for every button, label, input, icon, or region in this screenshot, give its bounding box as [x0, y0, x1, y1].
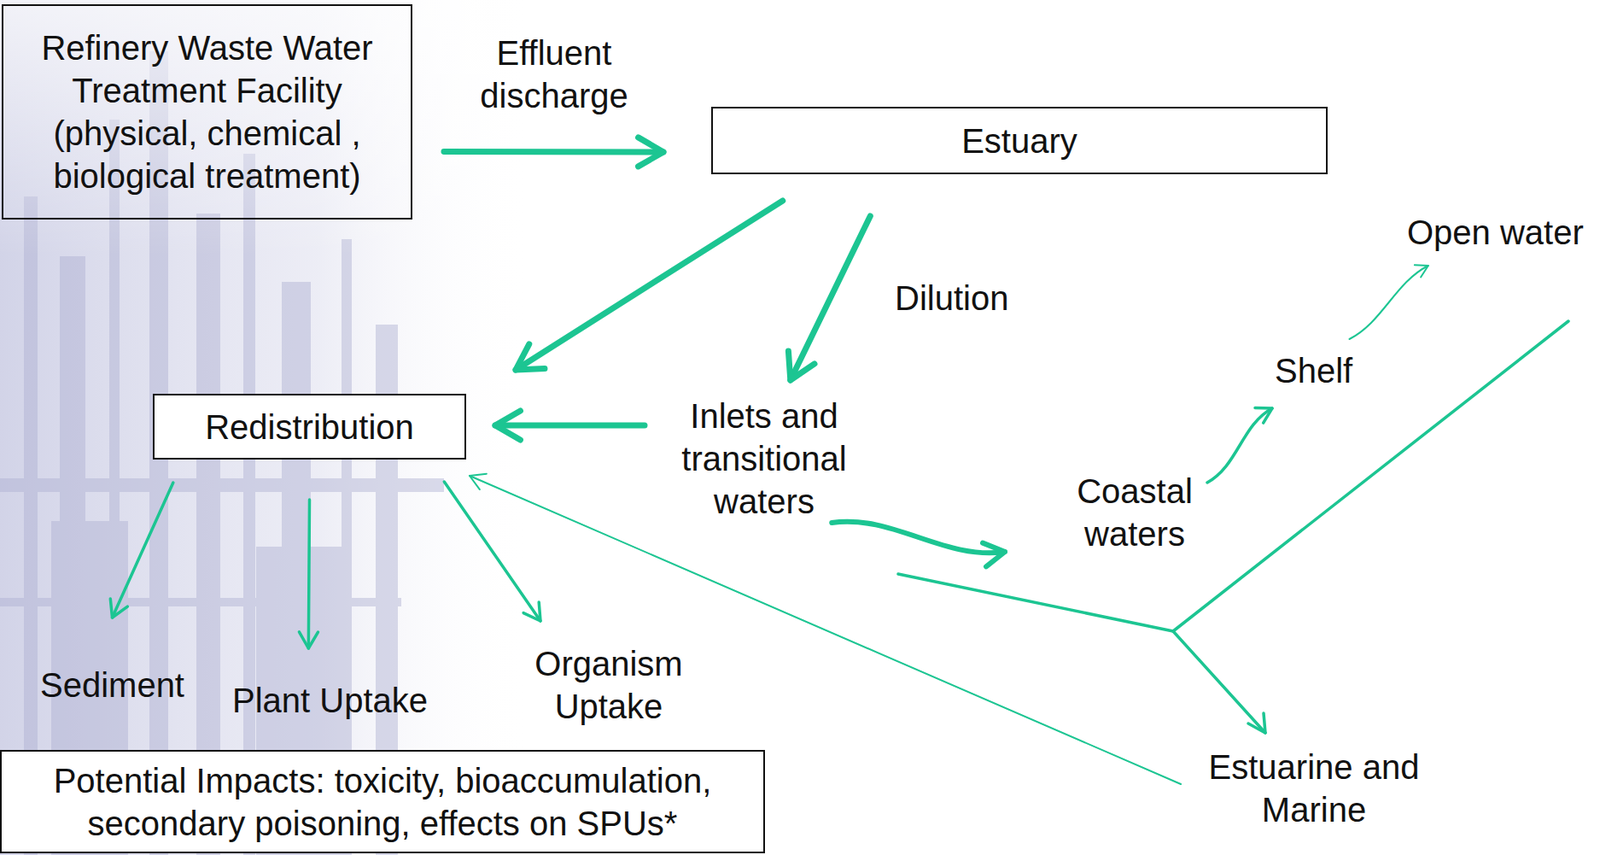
connector-arrow [1207, 408, 1273, 483]
arrowhead [298, 631, 318, 649]
node-text: Estuary [961, 119, 1078, 163]
arrowhead [515, 344, 545, 370]
connector-line [469, 475, 1181, 784]
connector-line [790, 216, 871, 380]
connector-line [443, 148, 664, 155]
connector-arrow [831, 521, 1005, 567]
node-text: Estuarine and Marine [1202, 745, 1425, 831]
backdrop-haze [0, 0, 530, 257]
water-label: Estuarine and Marine [1202, 745, 1425, 831]
connector-line [443, 481, 541, 621]
connector-line [1207, 408, 1273, 483]
node-text: Inlets and transitional waters [670, 394, 859, 523]
connector-arrow [469, 473, 1181, 784]
arrowhead [638, 137, 664, 167]
connector-arrow [495, 410, 645, 440]
connector-arrow [1349, 264, 1429, 339]
connector-arrow [443, 137, 664, 167]
water-label: Open water [1407, 210, 1584, 254]
water-label: Shelf [1274, 349, 1353, 392]
sink-label: Plant Uptake [232, 678, 428, 722]
node-text: Refinery Waste Water Treatment Facility … [11, 26, 403, 198]
connector-line [515, 200, 783, 370]
impacts-box: Potential Impacts: toxicity, bioaccumula… [0, 749, 765, 853]
branch-arrowhead [1248, 712, 1266, 733]
backdrop-gradient [0, 0, 530, 855]
connector-line [1349, 265, 1429, 339]
node-text: Organism Uptake [523, 642, 695, 728]
node-text: Plant Uptake [232, 678, 428, 722]
node-text: Potential Impacts: toxicity, bioaccumula… [10, 759, 755, 845]
node-text: Sediment [40, 663, 185, 707]
edge-label: Effluent discharge [472, 31, 636, 117]
node-text: Open water [1407, 210, 1584, 254]
water-label: Inlets and transitional waters [670, 394, 859, 523]
sink-label: Sediment [40, 663, 185, 707]
connector-arrow [298, 499, 318, 649]
water-label: Coastal waters [1062, 469, 1208, 555]
connector-arrow [788, 216, 871, 380]
arrowhead [495, 410, 520, 440]
node-text: Redistribution [204, 405, 415, 449]
arrowhead [110, 598, 128, 618]
connector-arrow [110, 482, 174, 618]
refinery-silhouette [0, 0, 530, 855]
connector-line [831, 521, 1005, 554]
process-box: Estuary [711, 106, 1328, 175]
branch-line [1173, 630, 1266, 733]
node-text: Shelf [1274, 349, 1353, 392]
connector-line [495, 421, 645, 428]
arrowhead [523, 601, 541, 621]
sink-label: Organism Uptake [523, 642, 695, 728]
water-body-outline [898, 321, 1569, 733]
arrowhead [469, 473, 487, 490]
arrowhead [1255, 408, 1273, 424]
connector-line [308, 499, 310, 649]
connector-arrow [443, 481, 541, 621]
connector-line [111, 482, 173, 618]
edge-label: Dilution [894, 276, 1009, 320]
arrowhead [788, 350, 815, 380]
process-box: Refinery Waste Water Treatment Facility … [1, 4, 413, 220]
connector-arrow [515, 200, 783, 370]
shore-line [898, 321, 1569, 631]
node-text: Coastal waters [1062, 469, 1208, 555]
arrowhead [982, 543, 1005, 567]
arrowhead [1414, 264, 1429, 277]
process-box: Redistribution [152, 393, 467, 460]
